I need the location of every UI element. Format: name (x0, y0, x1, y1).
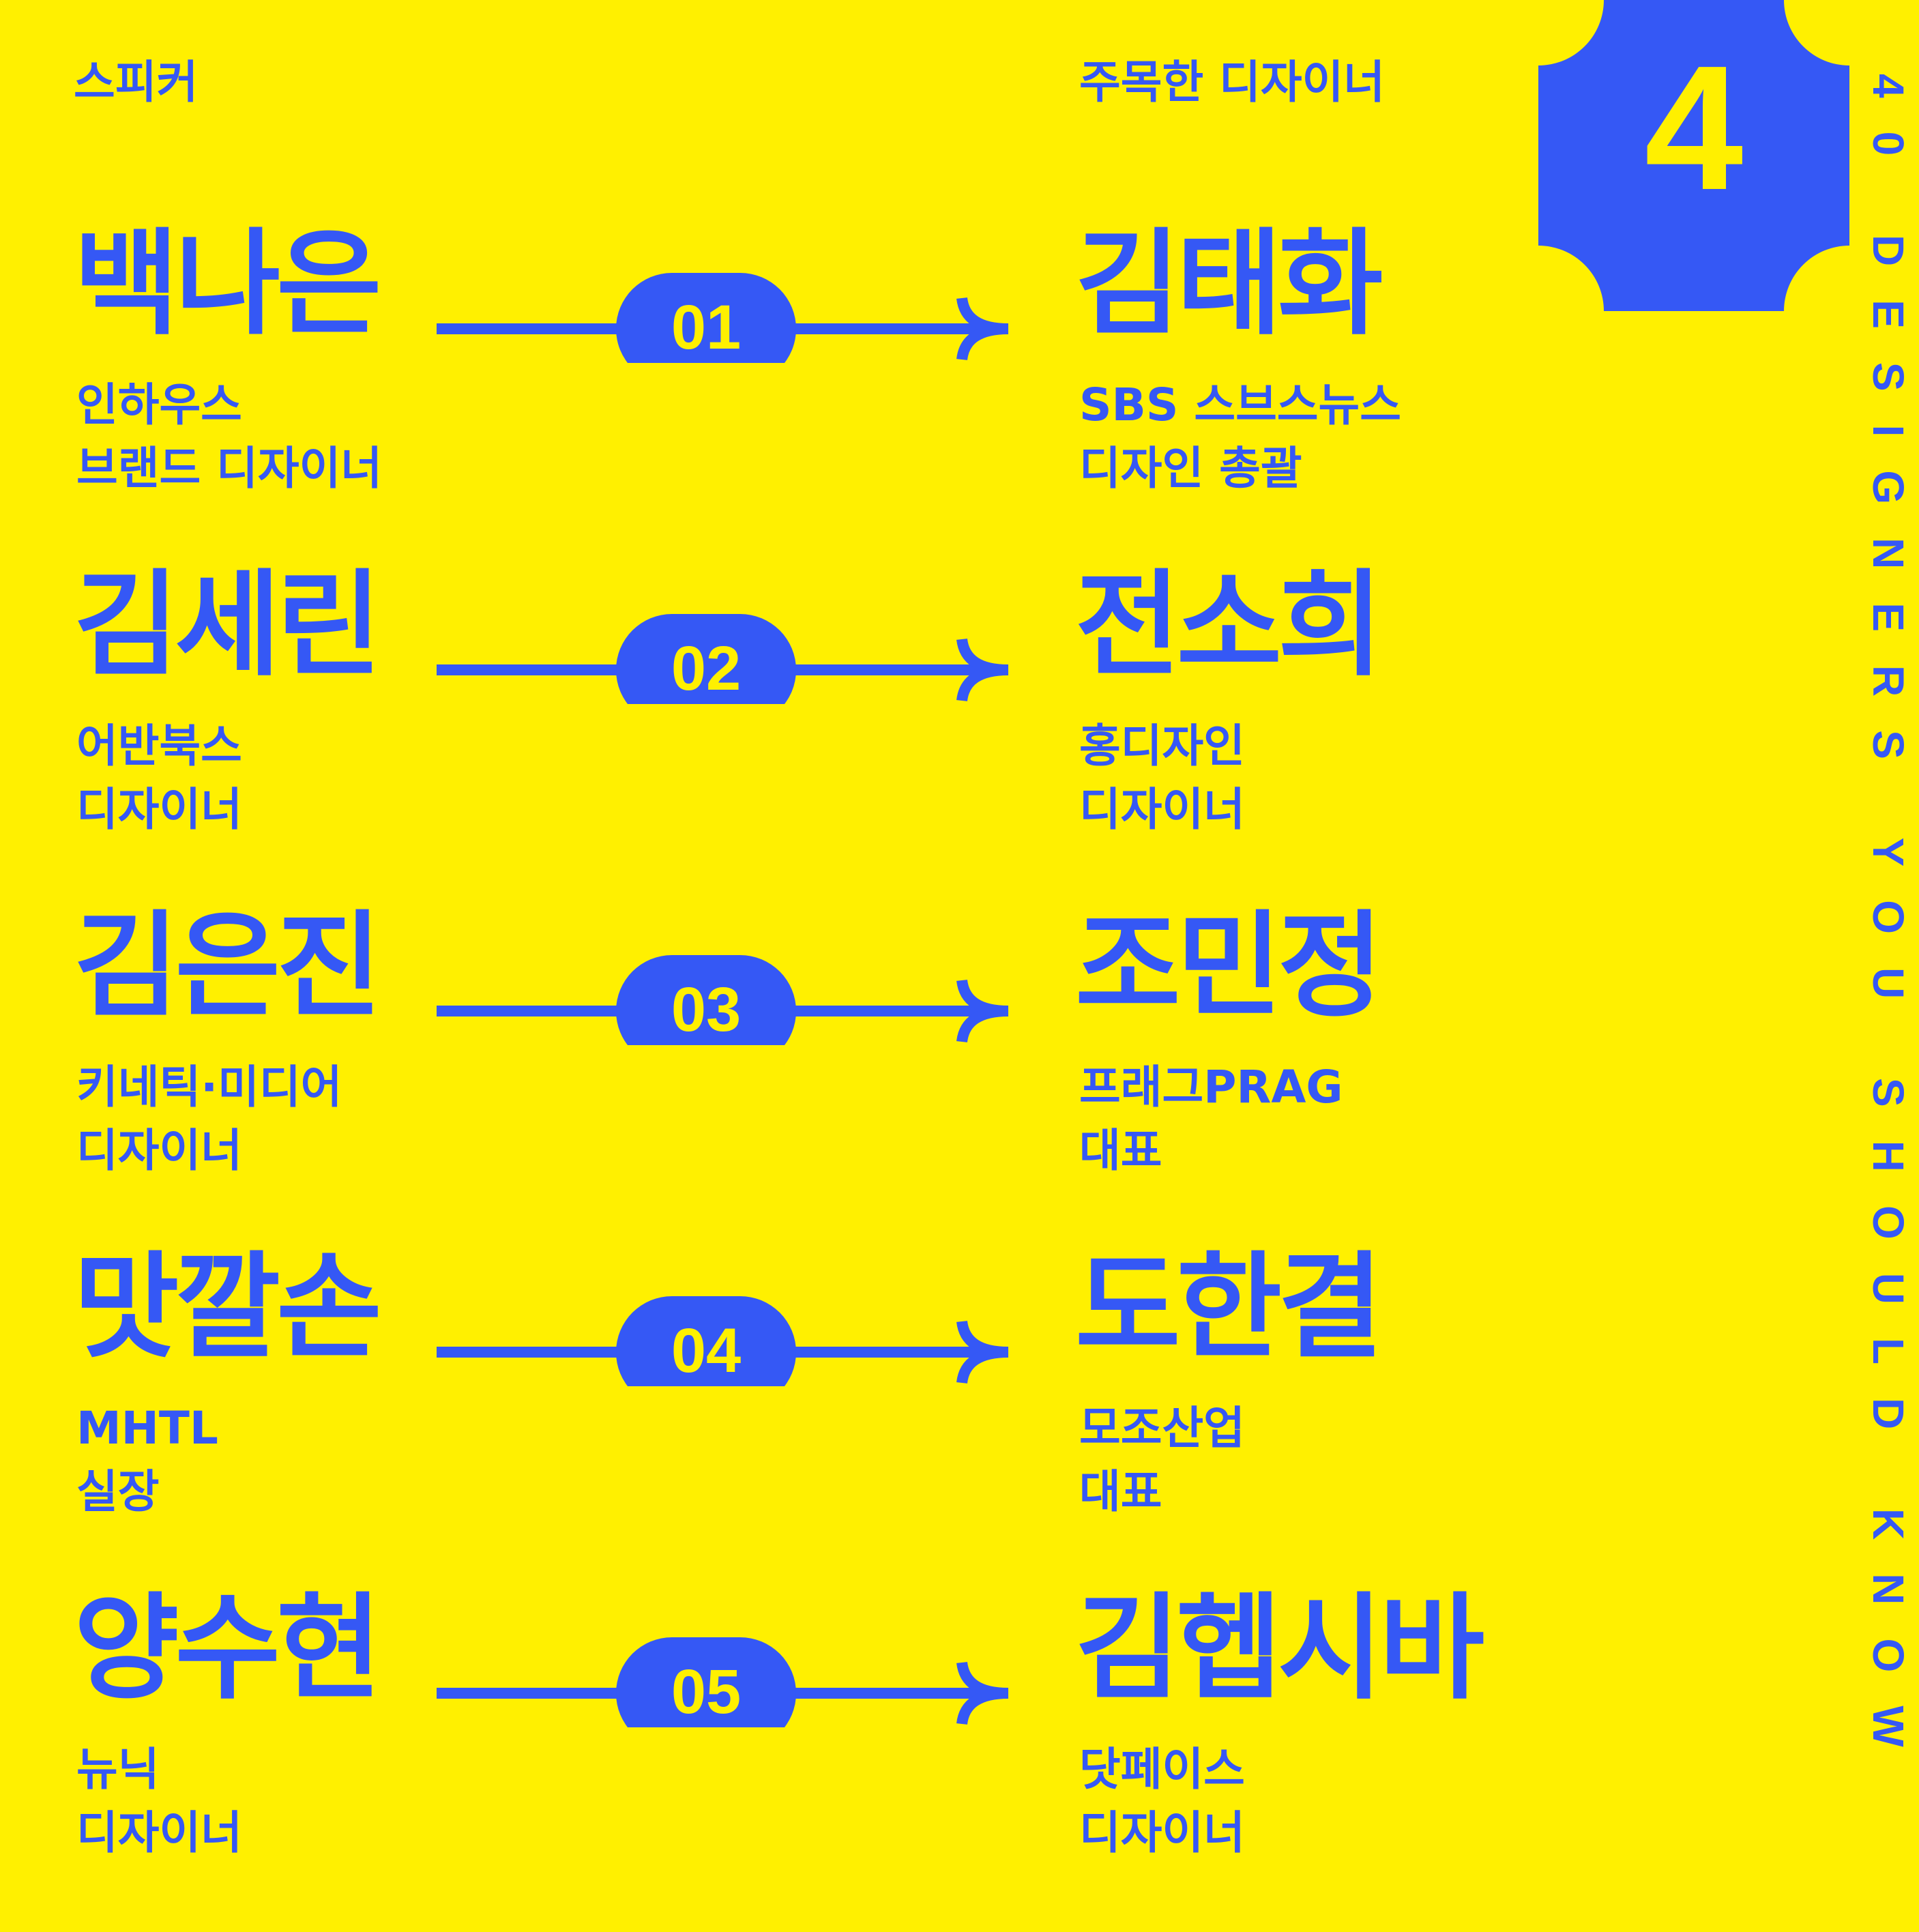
pair-number: 03 (671, 975, 742, 1044)
designer-role: 디자이너 (1079, 783, 1245, 836)
designer-affiliation: 홍디자인 디자이너 (1079, 714, 1245, 841)
designer-role: 대표 (1079, 1465, 1162, 1518)
speaker-role: 디자이너 (76, 1124, 242, 1177)
pairing-row: 백나은 인하우스 브랜드 디자이너 01 김태화 SBS 스브스뉴스 디자인 총… (0, 226, 1842, 568)
speaker-role: 브랜드 디자이너 (76, 442, 383, 495)
badge-shape (1538, 0, 1849, 311)
speaker-name: 양수현 (74, 1581, 382, 1715)
speaker-affiliation: 뉴닉 디자이너 (76, 1738, 242, 1864)
speaker-affiliation: 인하우스 브랜드 디자이너 (76, 373, 382, 500)
designer-role: 디자이너 (1079, 1806, 1245, 1859)
designer-role: 대표 (1079, 1124, 1162, 1177)
pair-number: 05 (671, 1657, 742, 1727)
arrow-icon (437, 273, 1009, 363)
connector-arrow: 04 (437, 1250, 1016, 1386)
vertical-tagline: 40 DESIGNERS YOU SHOULD KNOW (1864, 74, 1913, 1781)
connector-arrow: 01 (437, 226, 1016, 363)
designer-name: 조민정 (1075, 899, 1383, 1033)
speaker-name: 맛깔손 (74, 1240, 382, 1374)
speaker-role: 디자이너 (76, 1806, 242, 1859)
arrow-icon (437, 614, 1009, 704)
speaker-company: MHTL (76, 1402, 218, 1454)
speaker-affiliation: 키네틱·미디어 디자이너 (76, 1055, 342, 1182)
designer-company: 프래그PRAG (1079, 1061, 1343, 1113)
speaker-name: 김세린 (74, 558, 382, 692)
connector-arrow: 03 (437, 909, 1016, 1045)
speaker-role: 디자이너 (76, 783, 242, 836)
speaker-company: 뉴닉 (76, 1743, 160, 1796)
speaker-company: 키네틱·미디어 (76, 1061, 342, 1113)
speaker-role: 실장 (76, 1465, 160, 1518)
pair-number: 04 (671, 1316, 742, 1386)
speaker-company: 인하우스 (76, 379, 242, 431)
connector-arrow: 05 (437, 1591, 1016, 1727)
designer-affiliation: 모조산업 대표 (1079, 1396, 1245, 1523)
designer-name: 전소희 (1075, 558, 1383, 692)
pairing-row: 양수현 뉴닉 디자이너 05 김헵시바 닷페이스 디자이너 (0, 1591, 1842, 1932)
pairing-row: 맛깔손 MHTL 실장 04 도한결 모조산업 대표 (0, 1250, 1842, 1591)
designer-company: 홍디자인 (1079, 720, 1245, 772)
arrow-icon (437, 1296, 1009, 1386)
speaker-affiliation: MHTL 실장 (76, 1396, 218, 1523)
designer-company: SBS 스브스뉴스 (1079, 379, 1401, 431)
designer-name: 도한결 (1075, 1240, 1383, 1374)
issue-number-badge: 4 (1538, 0, 1849, 311)
designer-affiliation: 닷페이스 디자이너 (1079, 1738, 1245, 1864)
designer-affiliation: SBS 스브스뉴스 디자인 총괄 (1079, 373, 1401, 500)
designer-name: 김헵시바 (1075, 1581, 1484, 1715)
pair-number: 01 (671, 293, 742, 362)
badge-number: 4 (1644, 29, 1744, 227)
speaker-company: 어반북스 (76, 720, 242, 772)
designer-affiliation: 프래그PRAG 대표 (1079, 1055, 1343, 1182)
arrow-icon (437, 1637, 1009, 1727)
designer-name: 김태화 (1075, 217, 1383, 351)
speaker-column-header: 스피커 (74, 56, 199, 108)
designer-company: 닷페이스 (1079, 1743, 1245, 1796)
pairing-row: 김은진 키네틱·미디어 디자이너 03 조민정 프래그PRAG 대표 (0, 909, 1842, 1250)
designer-role: 디자인 총괄 (1079, 442, 1302, 495)
speaker-name: 백나은 (74, 217, 382, 351)
connector-arrow: 02 (437, 568, 1016, 704)
speaker-affiliation: 어반북스 디자이너 (76, 714, 242, 841)
pairing-row: 김세린 어반북스 디자이너 02 전소희 홍디자인 디자이너 (0, 568, 1842, 909)
designer-company: 모조산업 (1079, 1402, 1245, 1454)
arrow-icon (437, 955, 1009, 1045)
pair-number: 02 (671, 634, 742, 703)
speaker-name: 김은진 (74, 899, 382, 1033)
designer-column-header: 주목한 디자이너 (1079, 56, 1386, 108)
